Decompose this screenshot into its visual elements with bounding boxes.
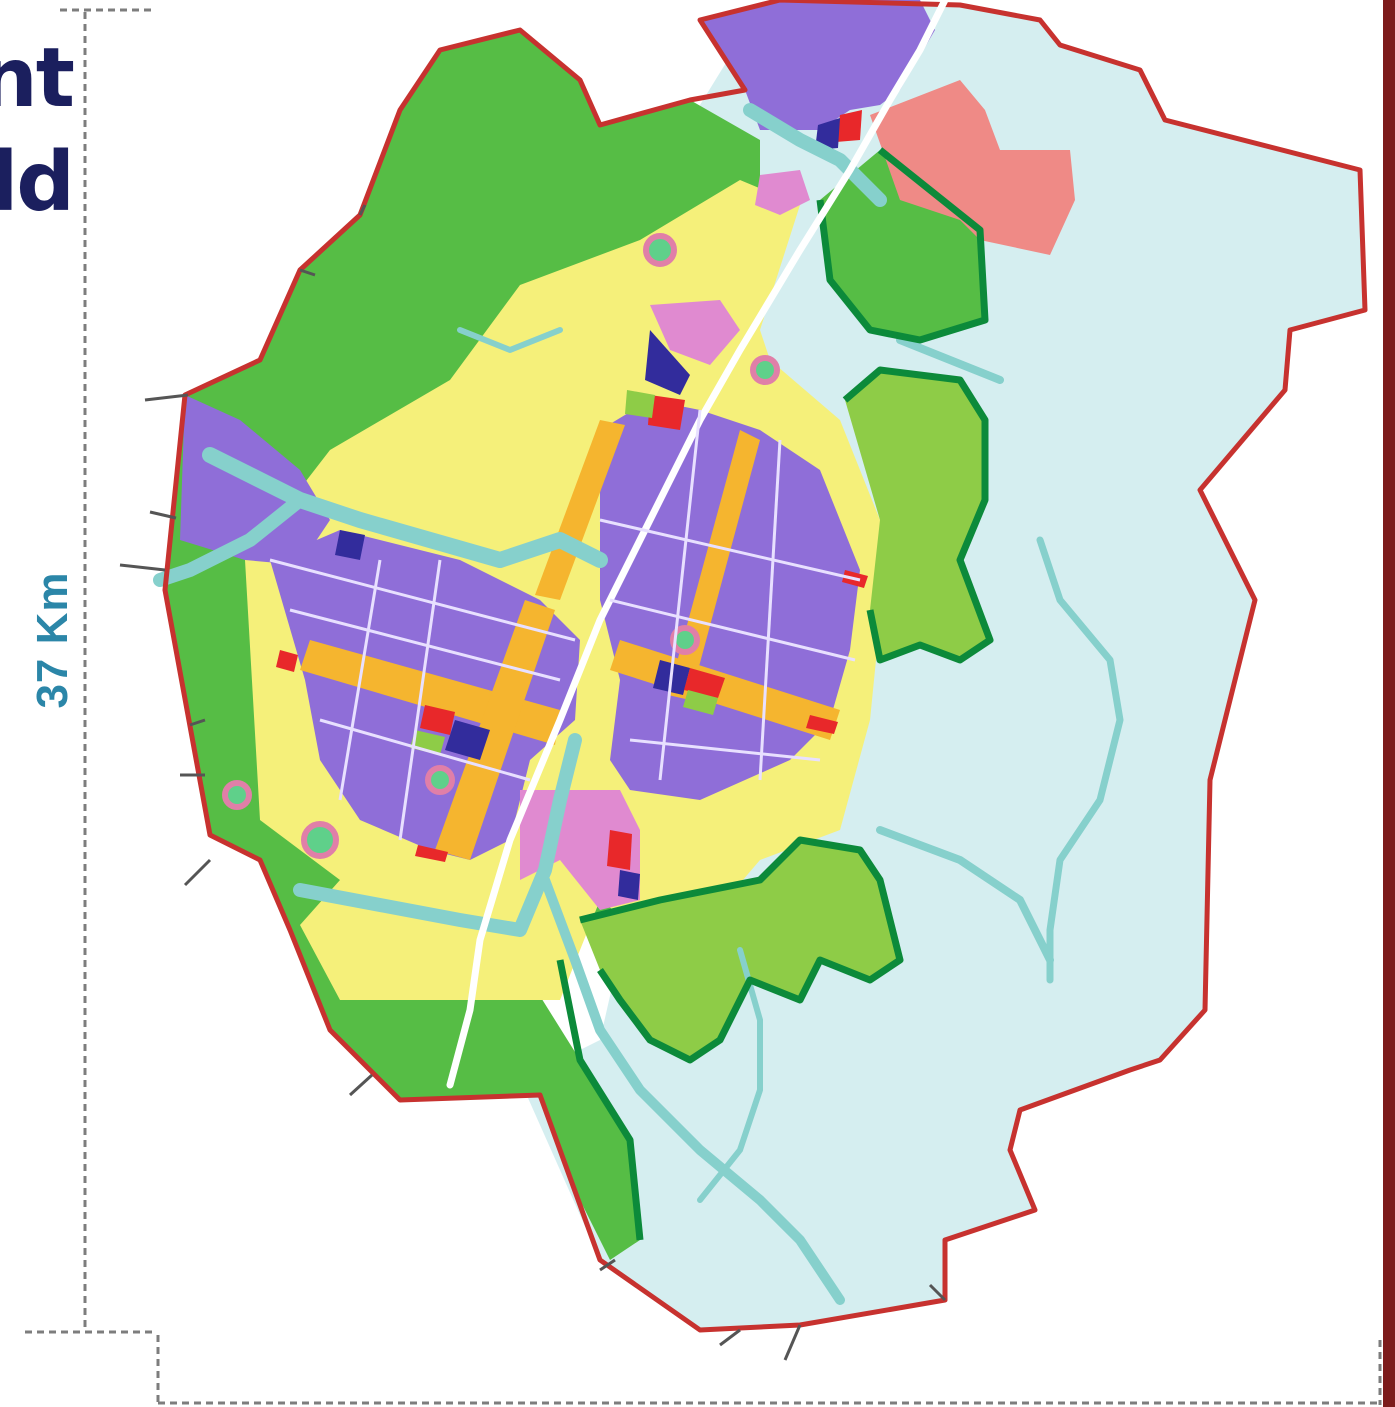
- title-fragment-line-2: ld: [0, 135, 75, 230]
- right-edge-band: [1383, 0, 1395, 1407]
- main-highway: [446, 0, 949, 1089]
- special-parcels: [276, 110, 868, 900]
- horizontal-scale-bracket: [156, 1335, 1382, 1405]
- vertical-scale-bracket: [25, 8, 155, 1334]
- rivers: [153, 103, 1124, 1305]
- park-markers: [222, 233, 780, 859]
- light-green-zone-east: [845, 370, 990, 660]
- planning-boundary: [162, 0, 1368, 1333]
- pink-zone-top: [755, 170, 810, 215]
- forest-edges: [556, 147, 994, 1241]
- internal-roads: [269, 409, 861, 841]
- purple-zone-north: [700, 0, 935, 130]
- salmon-zone: [870, 80, 1075, 255]
- forest-zone-north: [820, 150, 985, 340]
- boundary-tick-marks: [119, 204, 947, 1361]
- pink-zone-north: [650, 300, 740, 365]
- title-fragment-line-1: nt: [0, 31, 75, 126]
